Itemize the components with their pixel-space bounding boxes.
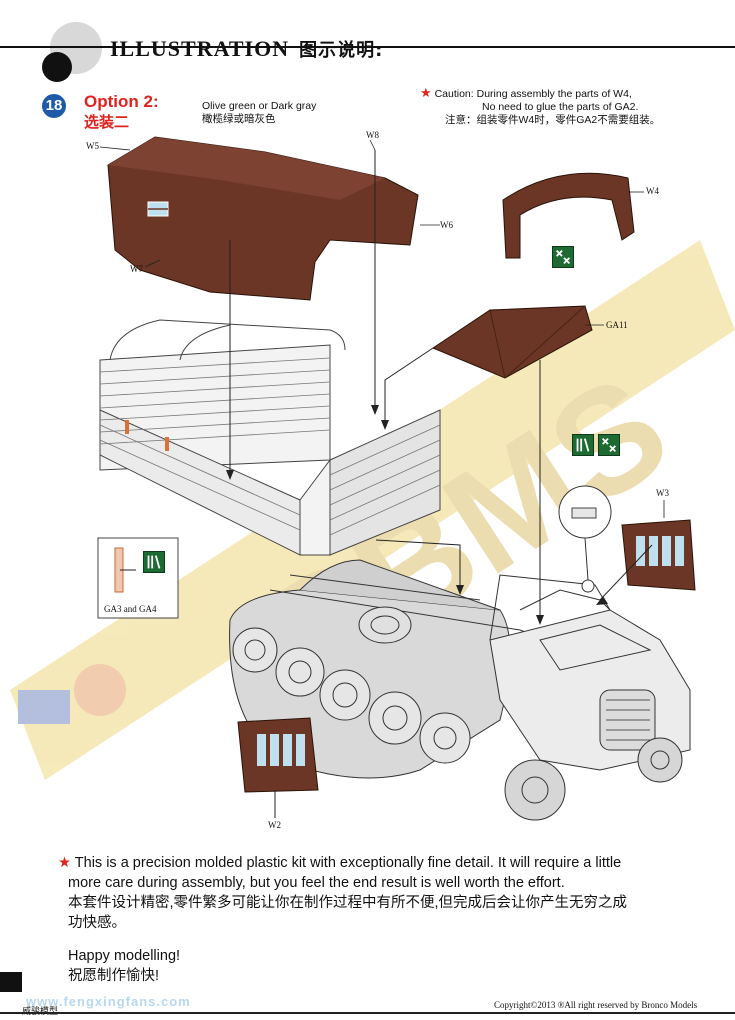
- footnote-line1: This is a precision molded plastic kit w…: [74, 855, 622, 871]
- side-panel-w2: [237, 717, 319, 793]
- footnote-star-icon: ★: [58, 855, 71, 871]
- closing-cn: 祝愿制作愉快!: [68, 968, 160, 984]
- page-tab: [0, 972, 22, 992]
- option-title-cn: 选装二: [84, 114, 130, 131]
- bottom-rule: [0, 1012, 735, 1014]
- part-label-ga11: GA11: [606, 320, 628, 330]
- step-number-badge: 18: [42, 94, 66, 118]
- no-glue-icon: [598, 434, 620, 456]
- rear-canvas-w4: [502, 172, 635, 259]
- footnote-line4: 功快感。: [68, 915, 126, 931]
- detail-callout: [558, 485, 612, 593]
- no-glue-icon: [552, 246, 574, 268]
- color-note-en: Olive green or Dark gray: [202, 100, 317, 112]
- corner-brand: 威骏模型: [22, 1006, 59, 1016]
- footnote-line2: more care during assembly, but you feel …: [68, 875, 565, 891]
- cargo-bed-slats: [99, 357, 441, 536]
- caution-line2: No need to glue the parts of GA2.: [482, 101, 639, 113]
- part-label-w8: W8: [366, 130, 379, 140]
- footnote-line3: 本套件设计精密,零件繁多可能让你在制作过程中有所不便,但完成后会让你产生无穷之成: [68, 895, 628, 911]
- caution-line3: 注意：组装零件W4时，零件GA2不需要组装。: [445, 114, 661, 126]
- site-watermark: www.fengxingfans.com: [26, 994, 191, 1009]
- closing-en: Happy modelling!: [68, 948, 181, 964]
- part-label-ga3-ga4: GA3 and GA4: [104, 604, 157, 614]
- option-title: Option 2:: [84, 92, 159, 111]
- caution-line1: During assembly the parts of W4,: [476, 88, 632, 100]
- cab-roof-ga11: [431, 305, 593, 379]
- caution-label: Caution:: [434, 88, 474, 100]
- page-title-en: ILLUSTRATION: [110, 36, 290, 61]
- part-label-w7: W7: [130, 264, 143, 274]
- color-note: Olive green or Dark gray 橄榄绿或暗灰色: [202, 100, 316, 126]
- cargo-bed: [99, 319, 441, 556]
- footnote: ★ This is a precision molded plastic kit…: [58, 853, 708, 933]
- part-label-w4: W4: [646, 186, 659, 196]
- caution-note: ★ Caution: During assembly the parts of …: [420, 86, 660, 127]
- part-label-w3: W3: [656, 488, 669, 498]
- closing-note: Happy modelling! 祝愿制作愉快!: [68, 946, 180, 986]
- part-label-w6: W6: [440, 220, 453, 230]
- arrow-heads: [226, 405, 608, 625]
- glue-icon: [143, 551, 165, 573]
- page-title-cn: 图示说明:: [299, 40, 384, 61]
- page-title: ILLUSTRATION 图示说明:: [110, 36, 383, 62]
- copyright: Copyright©2013 ®All right reserved by Br…: [494, 1000, 698, 1010]
- part-label-w2: W2: [268, 820, 281, 830]
- color-note-cn: 橄榄绿或暗灰色: [202, 113, 276, 125]
- header-rule: [0, 46, 735, 48]
- caution-star-icon: ★: [420, 85, 432, 100]
- header-black-dot: [42, 52, 72, 82]
- leader-lines: [120, 150, 653, 818]
- canopy-w7: [107, 136, 419, 301]
- glue-icon: [572, 434, 594, 456]
- side-panel-w3: [621, 519, 696, 591]
- part-label-w5: W5: [86, 141, 99, 151]
